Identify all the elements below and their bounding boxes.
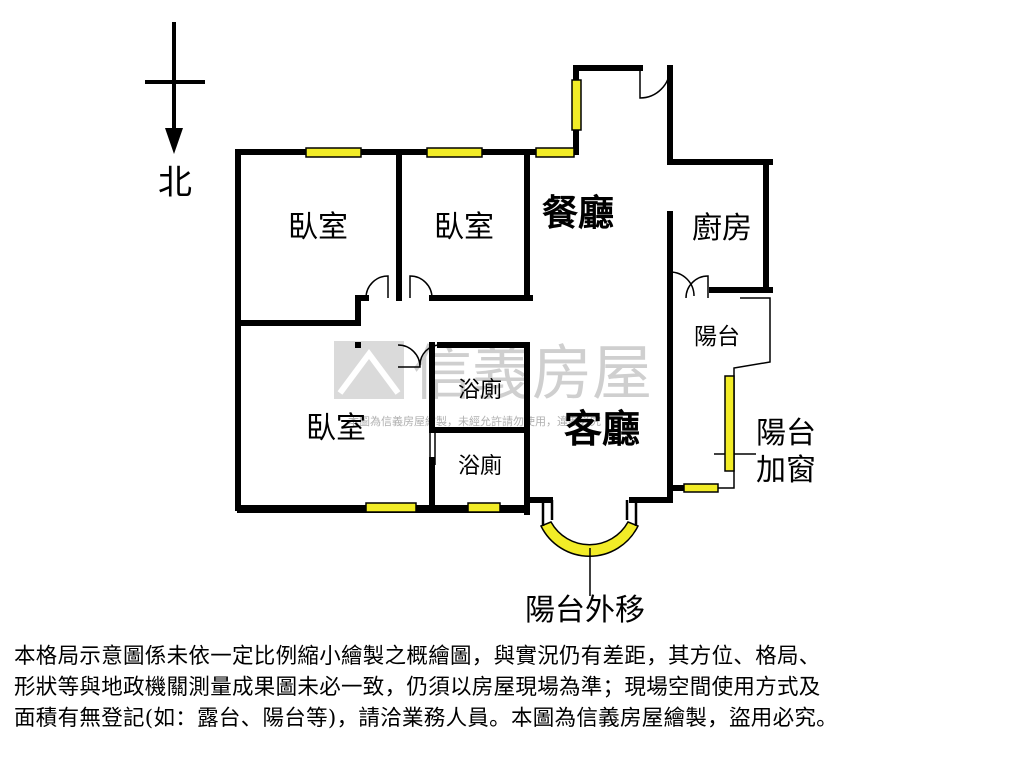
balcony-label: 陽台 bbox=[694, 324, 740, 350]
disclaimer: 本格局示意圖係未依一定比例縮小繪製之概繪圖，與實況仍有差距，其方位、格局、 形狀… bbox=[14, 641, 1014, 734]
watermark-small-text: 本圖為信義房屋繪製，未經允許請勿使用，違者必究 bbox=[348, 414, 601, 428]
kitchen-label: 廚房 bbox=[692, 211, 752, 246]
bedroom-nw-label: 臥室 bbox=[288, 210, 348, 245]
balcony-window-label-1: 陽台 bbox=[756, 416, 816, 451]
bathroom-lower-label: 浴廁 bbox=[458, 454, 502, 479]
north-label: 北 bbox=[158, 163, 192, 203]
balcony-outline bbox=[429, 297, 771, 489]
living-label: 客廳 bbox=[564, 406, 640, 451]
bedroom-sw-label: 臥室 bbox=[306, 411, 366, 446]
watermark-brand: 信義房屋 bbox=[412, 339, 652, 409]
disclaimer-line-3: 面積有無登記(如：露台、陽台等)，請洽業務人員。本圖為信義房屋繪製，盜用必究。 bbox=[14, 706, 838, 731]
bay-window-frame bbox=[541, 500, 638, 596]
door-swings bbox=[365, 67, 709, 368]
disclaimer-line-1: 本格局示意圖係未依一定比例縮小繪製之概繪圖，與實況仍有差距，其方位、格局、 bbox=[14, 644, 821, 669]
bedroom-n-label: 臥室 bbox=[434, 210, 494, 245]
north-arrow-icon bbox=[145, 22, 205, 154]
floor-plan: 北 信義房屋 本圖為信義房屋繪製，未經允許請勿使用，違者必究 bbox=[145, 22, 816, 628]
windows bbox=[305, 79, 735, 558]
disclaimer-line-2: 形狀等與地政機關測量成果圖未必一致，仍須以房屋現場為準；現場空間使用方式及 bbox=[14, 675, 821, 700]
bathroom-upper-label: 浴廁 bbox=[458, 378, 502, 403]
dining-label: 餐廳 bbox=[542, 192, 614, 234]
watermark-logo-icon bbox=[334, 341, 404, 399]
balcony-window-label-2: 加窗 bbox=[756, 453, 816, 488]
balcony-moved-label: 陽台外移 bbox=[525, 593, 645, 628]
